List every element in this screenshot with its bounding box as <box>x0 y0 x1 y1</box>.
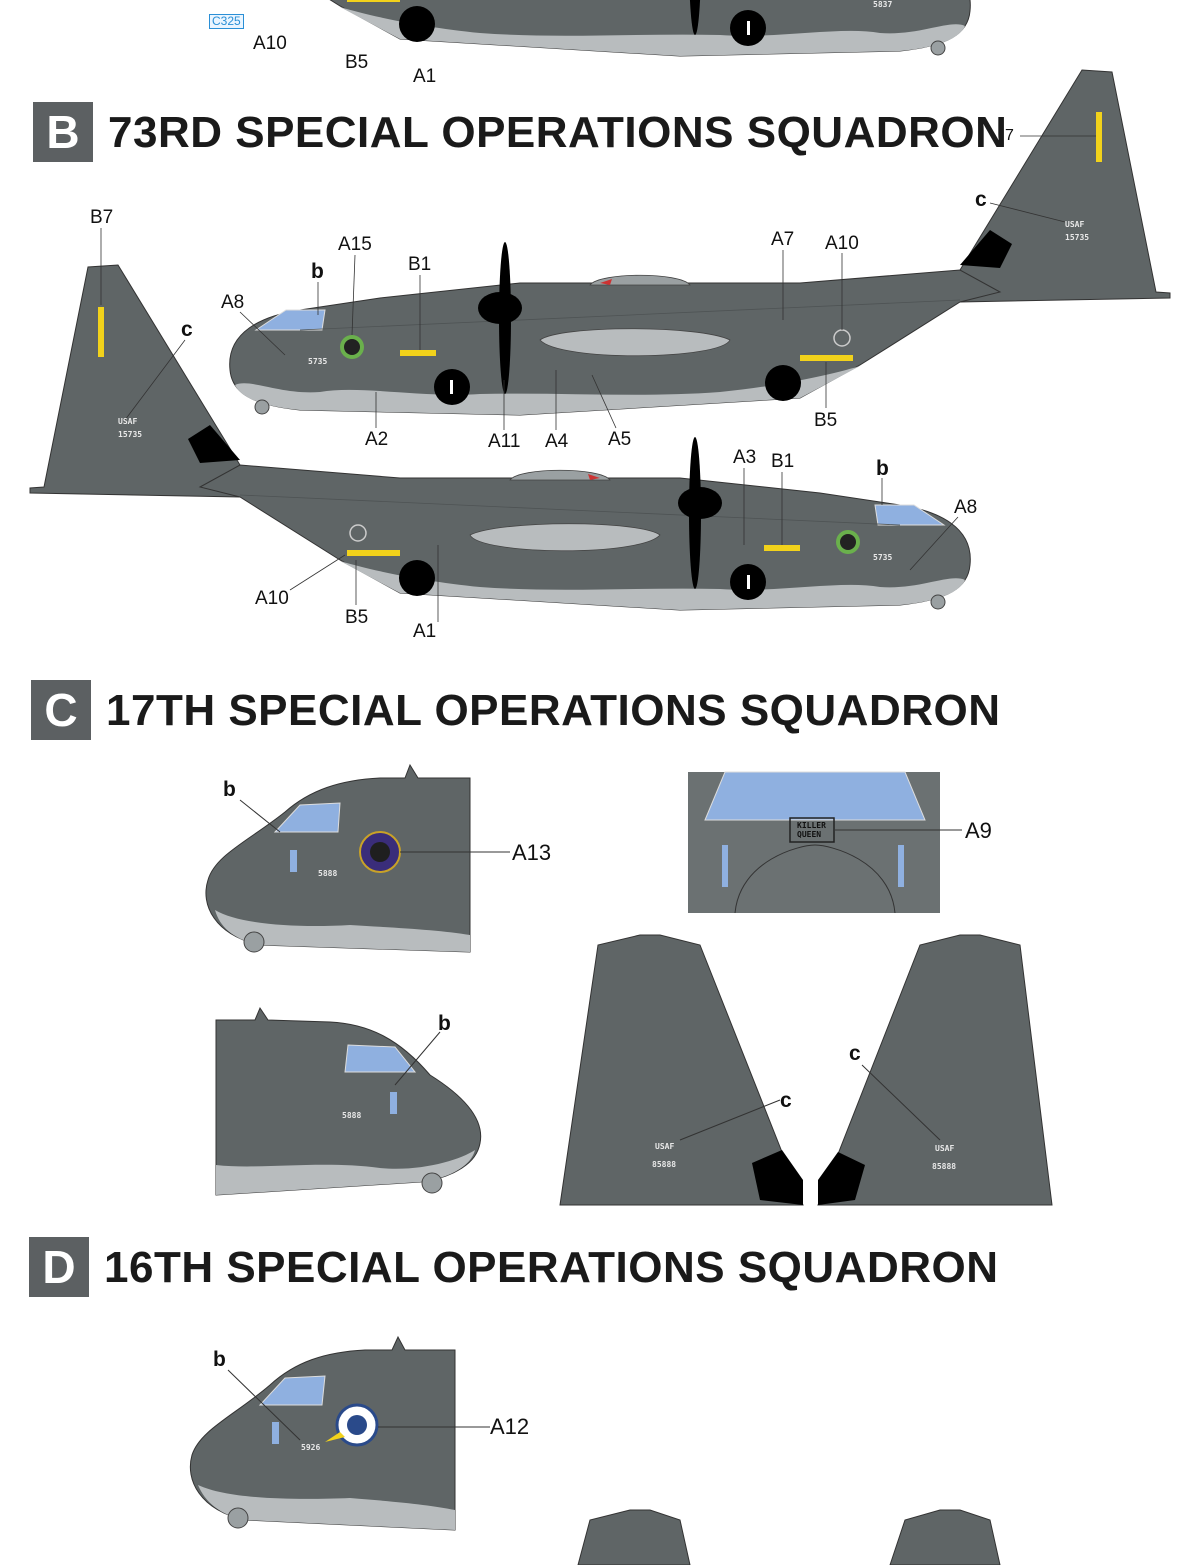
callout-label: A9 <box>965 818 992 843</box>
callout-label: A10 <box>253 33 287 54</box>
section-title-b: 73RD SPECIAL OPERATIONS SQUADRON <box>108 108 1008 157</box>
tail-stencil: USAF <box>655 1142 675 1151</box>
callout-label: A10 <box>825 233 859 254</box>
tail-fins-d-partial <box>577 1509 1001 1565</box>
callout-label: A7 <box>771 229 795 250</box>
tail-stencil: 85888 <box>932 1162 957 1171</box>
nose-art-text: KILLER <box>797 821 826 830</box>
callout-label: A11 <box>488 431 521 452</box>
callout-label: B5 <box>814 410 838 431</box>
leader-lines <box>100 135 1096 622</box>
callout-label: c <box>849 1042 861 1065</box>
serial-stencil: 5735 <box>873 553 893 562</box>
callout-label: c <box>780 1089 792 1112</box>
aircraft-partial-top <box>29 0 972 57</box>
section-title-c: 17TH SPECIAL OPERATIONS SQUADRON <box>106 686 1001 735</box>
tail-stencil: 15735 <box>118 430 143 439</box>
serial-stencil: 5735 <box>308 357 328 366</box>
nose-view-c-left <box>205 763 510 953</box>
callout-label: A15 <box>338 234 372 255</box>
tail-stencil: USAF <box>1065 220 1085 229</box>
callout-label: A1 <box>413 621 437 642</box>
tail-fin-c-right <box>817 934 1053 1206</box>
callout-label: b <box>213 1348 226 1371</box>
tail-stencil: 85888 <box>652 1160 677 1169</box>
section-letter-d: D <box>29 1237 89 1297</box>
serial-stencil: 5888 <box>342 1111 362 1120</box>
callout-label: A2 <box>365 429 389 450</box>
callout-label: B1 <box>771 451 795 472</box>
callout-label: A8 <box>954 497 978 518</box>
nose-view-d-left <box>189 1335 490 1531</box>
callout-label: B7 <box>90 207 114 228</box>
tail-stencil: 15735 <box>1065 233 1090 242</box>
callout-label: A8 <box>221 292 245 313</box>
callout-label: 7 <box>1005 127 1014 144</box>
tail-stencil: USAF <box>935 1144 955 1153</box>
cockpit-front-view <box>688 771 962 914</box>
callout-label: B5 <box>345 607 369 628</box>
callout-label: b <box>311 260 324 283</box>
tail-stencil: USAF <box>118 417 138 426</box>
callout-label: A13 <box>512 840 552 865</box>
section-title-d: 16TH SPECIAL OPERATIONS SQUADRON <box>104 1243 999 1292</box>
callout-label: b <box>438 1012 451 1035</box>
nose-view-c-right <box>215 1006 482 1196</box>
serial-stencil: 5926 <box>301 1443 321 1452</box>
callout-label: B1 <box>408 254 432 275</box>
callout-label: c <box>975 188 987 211</box>
callout-label: b <box>223 778 236 801</box>
callout-label: b <box>876 457 889 480</box>
nose-art-text: QUEEN <box>797 830 822 839</box>
section-letter-c: C <box>31 680 91 740</box>
callout-label: B5 <box>345 52 369 73</box>
callout-label: A1 <box>413 66 437 87</box>
callout-label: A12 <box>490 1414 530 1439</box>
section-letter-b: B <box>33 102 93 162</box>
callout-label: A4 <box>545 431 569 452</box>
serial-stencil: 5837 <box>873 0 893 9</box>
serial-stencil: 5888 <box>318 869 338 878</box>
callout-label: A3 <box>733 447 757 468</box>
callout-label: c <box>181 318 193 341</box>
tail-fin-c-left <box>559 934 804 1206</box>
reference-tag: C325 <box>209 14 244 29</box>
callout-label: A5 <box>608 429 632 450</box>
callout-label: A10 <box>255 588 289 609</box>
